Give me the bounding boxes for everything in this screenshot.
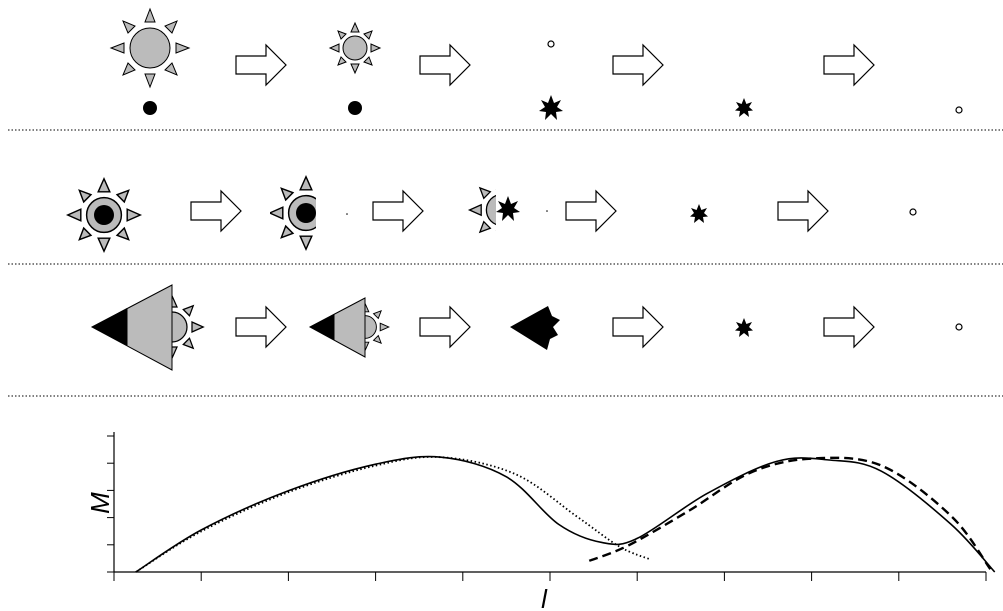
row-3-sequence (90, 284, 963, 371)
dark-triangle-burst-icon (510, 306, 560, 350)
starburst-icon (539, 95, 563, 120)
small-triangle-with-sun-icon (308, 297, 390, 358)
arrow-right-icon (235, 44, 287, 86)
curves (135, 455, 996, 573)
fragment-with-starburst-icon (468, 180, 548, 240)
mass-vs-length-plot: M l (85, 432, 996, 611)
dotted-curve (135, 456, 651, 573)
arrow-right-icon (777, 190, 829, 232)
arrow-right-icon (235, 306, 287, 348)
arrow-right-icon (372, 190, 424, 232)
arrow-right-icon (419, 306, 471, 348)
small-circle-icon (909, 208, 917, 216)
dark-dot-icon (348, 101, 362, 115)
small-circle-icon (955, 323, 963, 331)
arrow-right-icon (190, 190, 242, 232)
sun-with-core-icon (67, 178, 141, 252)
x-axis-label: l (541, 584, 548, 611)
triangle-with-sun-icon (90, 284, 204, 371)
row-1-sequence (110, 8, 963, 120)
starburst-icon (690, 204, 708, 223)
arrow-right-icon (612, 306, 664, 348)
solid-curve (135, 455, 996, 573)
starburst-icon (735, 318, 753, 337)
dashed-curve (588, 456, 992, 570)
sun-icon (329, 22, 381, 74)
row-2-sequence (67, 176, 917, 252)
partial-sun-with-core-icon (270, 176, 348, 250)
small-circle-icon (955, 106, 963, 114)
y-axis-label: M (85, 492, 115, 514)
small-circle-icon (547, 40, 555, 48)
axis-ticks (107, 435, 987, 581)
starburst-icon (735, 98, 753, 117)
dark-dot-icon (143, 101, 157, 115)
arrow-right-icon (565, 190, 617, 232)
arrow-right-icon (823, 306, 875, 348)
arrow-right-icon (612, 44, 664, 86)
arrow-right-icon (823, 44, 875, 86)
arrow-right-icon (419, 44, 471, 86)
sun-icon (110, 8, 190, 88)
